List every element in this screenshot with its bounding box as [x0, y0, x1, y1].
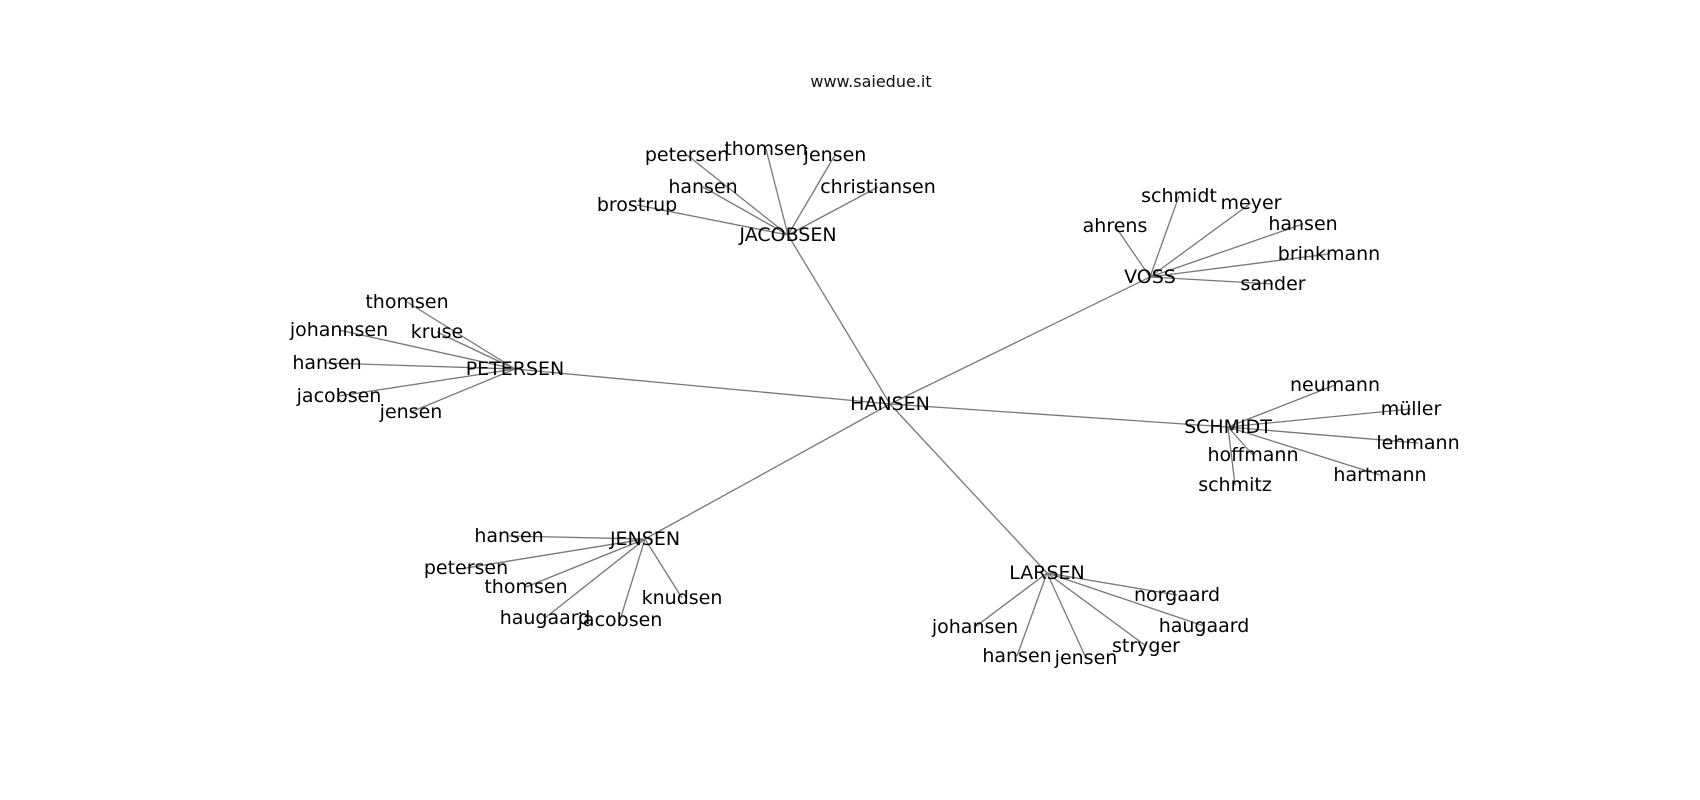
- edge-petersen-kruse: [436, 331, 516, 370]
- leaf-node-petersen-kruse: kruse: [411, 321, 463, 343]
- leaf-node-jacobsen-hansen: hansen: [668, 176, 737, 198]
- hub-node-jensen: JENSEN: [609, 528, 680, 550]
- edges-layer: [326, 148, 1419, 659]
- leaf-node-larsen-norgaard: norgaard: [1134, 584, 1220, 606]
- edge-jensen-knudsen: [644, 538, 683, 599]
- leaf-node-petersen-hansen: hansen: [292, 352, 361, 374]
- leaf-node-jensen-jacobsen: jacobsen: [577, 609, 663, 631]
- hub-node-larsen: LARSEN: [1009, 562, 1085, 584]
- edge-jacobsen-christiansen: [787, 186, 879, 236]
- edge-root-schmidt: [889, 403, 1229, 428]
- edge-schmidt-hartmann: [1227, 426, 1381, 476]
- edge-jensen-haugaard: [544, 538, 646, 619]
- hub-node-petersen: PETERSEN: [466, 358, 565, 380]
- hub-node-jacobsen: JACOBSEN: [738, 224, 836, 246]
- leaf-node-petersen-johannsen: johannsen: [289, 319, 388, 341]
- leaf-node-larsen-hansen: hansen: [982, 645, 1051, 667]
- edge-root-larsen: [889, 403, 1048, 574]
- hub-node-schmidt: SCHMIDT: [1184, 416, 1272, 438]
- leaf-node-schmidt-neumann: neumann: [1290, 374, 1380, 396]
- leaf-node-jacobsen-thomsen: thomsen: [724, 138, 807, 160]
- edge-larsen-jensen: [1046, 572, 1087, 659]
- leaf-node-jacobsen-christiansen: christiansen: [820, 176, 936, 198]
- leaf-node-larsen-stryger: stryger: [1112, 635, 1180, 657]
- leaf-node-jacobsen-jensen: jensen: [803, 144, 867, 166]
- edge-schmidt-hoffmann: [1227, 426, 1254, 456]
- edge-voss-hansen: [1149, 223, 1304, 278]
- leaf-node-jensen-thomsen: thomsen: [484, 576, 567, 598]
- leaf-node-schmidt-hoffmann: hoffmann: [1208, 444, 1299, 466]
- edge-jensen-petersen: [465, 538, 646, 569]
- leaf-node-jensen-petersen: petersen: [424, 557, 508, 579]
- edge-petersen-thomsen: [406, 301, 516, 370]
- edge-voss-ahrens: [1114, 225, 1151, 278]
- edge-voss-sander: [1149, 276, 1274, 285]
- edge-jacobsen-petersen: [686, 154, 789, 236]
- edge-schmidt-müller: [1227, 408, 1412, 428]
- leaf-node-jacobsen-brostrup: brostrup: [597, 194, 677, 216]
- leaf-node-voss-ahrens: ahrens: [1083, 215, 1148, 237]
- edge-larsen-johansen: [974, 572, 1048, 628]
- edge-voss-brinkmann: [1149, 253, 1330, 278]
- edge-jacobsen-hansen: [702, 186, 789, 236]
- leaf-node-voss-meyer: meyer: [1221, 192, 1282, 214]
- leaf-node-larsen-johansen: johansen: [931, 616, 1018, 638]
- leaf-node-schmidt-hartmann: hartmann: [1333, 464, 1426, 486]
- edge-root-petersen: [514, 368, 891, 405]
- leaf-node-schmidt-müller: müller: [1381, 398, 1442, 420]
- edge-schmidt-lehmann: [1227, 426, 1419, 444]
- root-node-label: HANSEN: [850, 393, 930, 415]
- edge-petersen-johannsen: [338, 329, 516, 370]
- edge-petersen-jacobsen: [338, 368, 516, 397]
- edge-jacobsen-jensen: [787, 154, 836, 236]
- leaf-node-voss-brinkmann: brinkmann: [1278, 243, 1380, 265]
- leaf-node-petersen-jensen: jensen: [379, 401, 443, 423]
- edge-larsen-haugaard: [1046, 572, 1205, 627]
- leaf-node-petersen-jacobsen: jacobsen: [296, 385, 382, 407]
- edge-petersen-jensen: [410, 368, 516, 413]
- leaf-node-schmidt-schmitz: schmitz: [1198, 474, 1272, 496]
- edge-voss-schmidt: [1149, 195, 1180, 278]
- leaf-node-jensen-knudsen: knudsen: [642, 587, 723, 609]
- edge-voss-meyer: [1149, 202, 1252, 278]
- edge-root-jacobsen: [787, 234, 891, 405]
- leaf-node-jensen-hansen: hansen: [474, 525, 543, 547]
- edge-root-voss: [889, 276, 1151, 405]
- hub-node-voss: VOSS: [1124, 266, 1176, 288]
- edge-jacobsen-thomsen: [765, 148, 789, 236]
- edge-jensen-hansen: [508, 535, 646, 540]
- edge-schmidt-schmitz: [1227, 426, 1236, 486]
- watermark-text: www.saiedue.it: [810, 72, 932, 91]
- leaf-node-voss-sander: sander: [1240, 273, 1305, 295]
- edge-larsen-hansen: [1016, 572, 1048, 657]
- leaf-node-jacobsen-petersen: petersen: [645, 144, 729, 166]
- edge-jacobsen-brostrup: [636, 204, 789, 236]
- leaf-node-schmidt-lehmann: lehmann: [1376, 432, 1459, 454]
- edge-larsen-stryger: [1046, 572, 1147, 647]
- edge-petersen-hansen: [326, 362, 516, 370]
- leaf-node-voss-schmidt: schmidt: [1141, 185, 1217, 207]
- leaf-node-larsen-haugaard: haugaard: [1159, 615, 1250, 637]
- edge-root-jensen: [644, 403, 891, 540]
- leaf-node-larsen-jensen: jensen: [1054, 647, 1118, 669]
- edge-jensen-thomsen: [525, 538, 646, 588]
- edge-larsen-norgaard: [1046, 572, 1178, 596]
- edge-schmidt-neumann: [1227, 384, 1336, 428]
- leaf-node-jensen-haugaard: haugaard: [500, 607, 591, 629]
- leaf-node-petersen-thomsen: thomsen: [365, 291, 448, 313]
- edge-jensen-jacobsen: [619, 538, 646, 621]
- leaf-node-voss-hansen: hansen: [1268, 213, 1337, 235]
